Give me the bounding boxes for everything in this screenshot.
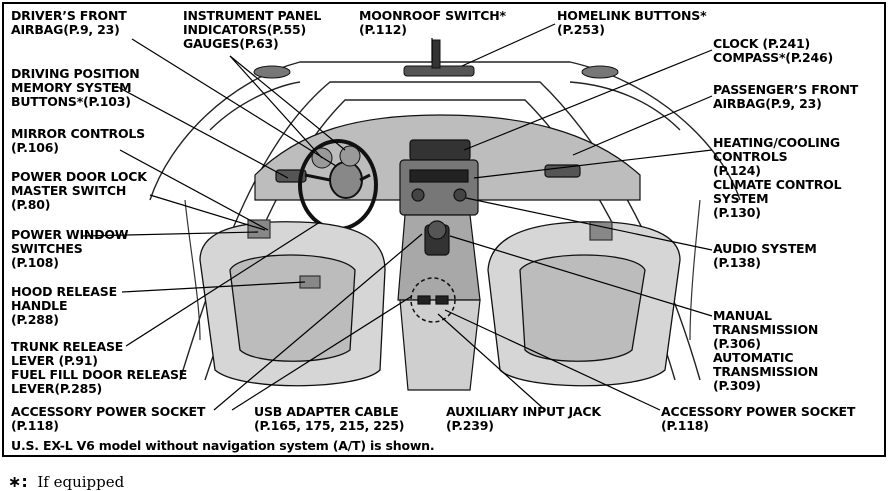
- label-auxiliary-input-jack: AUXILIARY INPUT JACK (P.239): [446, 404, 601, 433]
- label-accessory-socket-right: ACCESSORY POWER SOCKET (P.118): [661, 404, 856, 433]
- rearview-mirror: [253, 39, 619, 79]
- footnote-text: If equipped: [37, 473, 125, 491]
- label-heating-climate-controls: HEATING/COOLING CONTROLS (P.124) CLIMATE…: [713, 135, 842, 220]
- label-audio-system: AUDIO SYSTEM (P.138): [713, 241, 817, 270]
- label-driving-position-memory: DRIVING POSITION MEMORY SYSTEM BUTTONS*(…: [11, 66, 140, 109]
- label-clock-compass: CLOCK (P.241) COMPASS*(P.246): [713, 36, 834, 65]
- label-mirror-controls: MIRROR CONTROLS (P.106): [11, 126, 145, 155]
- diagram-frame: [2, 2, 886, 457]
- label-drivers-front-airbag: DRIVER’S FRONT AIRBAG(P.9, 23): [11, 8, 127, 37]
- label-accessory-socket-left: ACCESSORY POWER SOCKET (P.118): [11, 404, 206, 433]
- footnote: ∗: If equipped: [8, 472, 124, 491]
- footnote-symbol: ∗:: [8, 472, 28, 491]
- label-homelink-buttons: HOMELINK BUTTONS* (P.253): [557, 8, 707, 37]
- label-transmission: MANUAL TRANSMISSION (P.306) AUTOMATIC TR…: [713, 308, 819, 393]
- diagram-caption: U.S. EX-L V6 model without navigation sy…: [11, 438, 435, 453]
- label-power-door-lock: POWER DOOR LOCK MASTER SWITCH (P.80): [11, 169, 147, 212]
- label-hood-release-handle: HOOD RELEASE HANDLE (P.288): [11, 284, 117, 327]
- label-instrument-panel: INSTRUMENT PANEL INDICATORS(P.55) GAUGES…: [183, 8, 322, 51]
- label-power-window-switches: POWER WINDOW SWITCHES (P.108): [11, 227, 129, 270]
- leader-lines: [82, 23, 713, 411]
- label-usb-adapter-cable: USB ADAPTER CABLE (P.165, 175, 215, 225): [254, 404, 405, 433]
- label-trunk-fuel-release: TRUNK RELEASE LEVER (P.91) FUEL FILL DOO…: [11, 339, 188, 396]
- steering-wheel: [298, 139, 378, 231]
- doors: [184, 199, 701, 341]
- label-moonroof-switch: MOONROOF SWITCH* (P.112): [359, 8, 506, 37]
- label-passengers-front-airbag: PASSENGER’S FRONT AIRBAG(P.9, 23): [713, 82, 859, 111]
